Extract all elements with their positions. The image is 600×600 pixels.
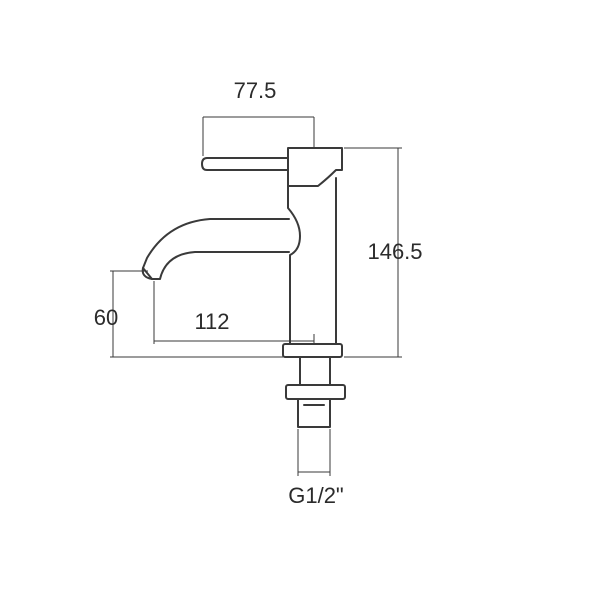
total-height-label: 146.5 (367, 239, 422, 264)
handle-reach-dimension-line (202, 116, 315, 156)
faucet-body (141, 147, 346, 428)
spout-height-label: 60 (94, 305, 118, 330)
base-collar (282, 343, 343, 358)
dimension-lines (110, 116, 402, 476)
thread-connector (297, 398, 331, 428)
total-height-dimension-line (344, 147, 402, 358)
shank-upper (299, 356, 331, 386)
handle-reach-label: 77.5 (234, 78, 277, 103)
handle-lever (201, 157, 289, 171)
spout-reach-dimension-line (153, 281, 315, 344)
body-column (287, 177, 337, 345)
handle-head (287, 147, 343, 187)
spout-height-dimension-line (110, 270, 283, 358)
thread-dimension-line (297, 429, 331, 476)
spout (141, 218, 290, 280)
thread-size-label: G1/2" (288, 483, 344, 508)
mounting-nut (285, 384, 346, 400)
spout-tip (142, 267, 153, 280)
spout-reach-label: 112 (194, 309, 229, 334)
